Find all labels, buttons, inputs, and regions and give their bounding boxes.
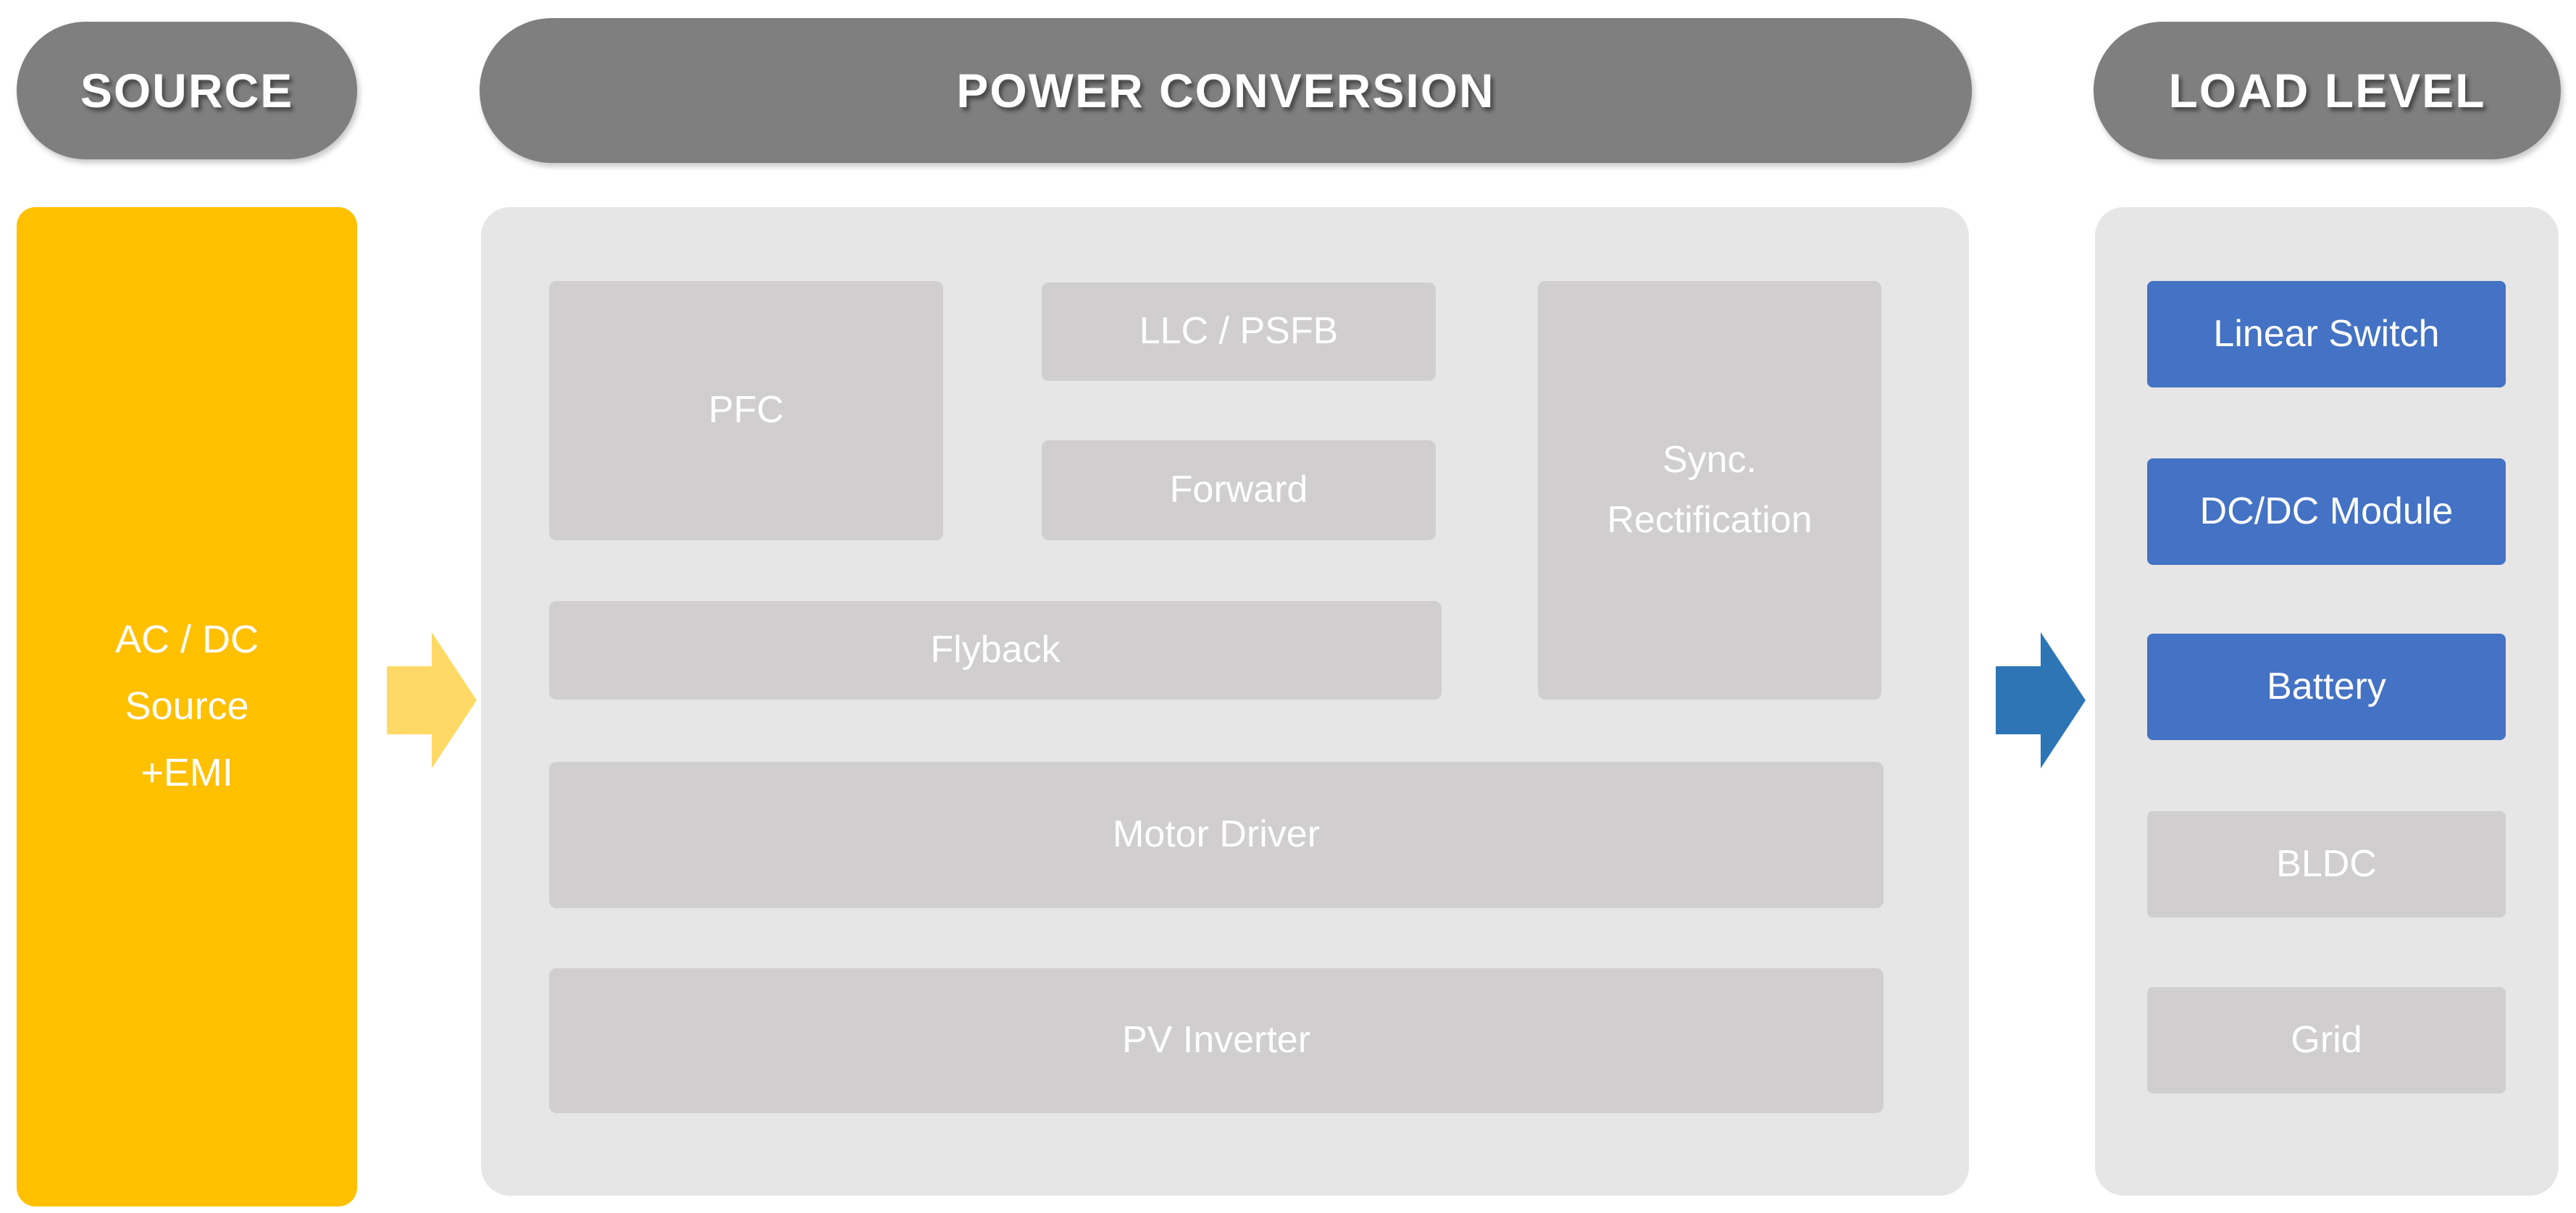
source-block-ac-dc-emi: AC / DC Source +EMI: [17, 207, 357, 1206]
header-power-conversion: POWER CONVERSION: [480, 18, 1972, 163]
block-linear-switch: Linear Switch: [2147, 281, 2506, 387]
header-source: SOURCE: [17, 22, 357, 159]
block-battery: Battery: [2147, 634, 2506, 740]
right-arrow-icon: [1996, 632, 2086, 768]
block-forward: Forward: [1042, 440, 1436, 540]
block-pfc: PFC: [549, 281, 943, 540]
block-bldc: BLDC: [2147, 811, 2506, 918]
block-sync-rectification: Sync. Rectification: [1538, 281, 1881, 700]
right-arrow-icon: [387, 632, 477, 768]
block-grid: Grid: [2147, 987, 2506, 1094]
block-llc-psfb: LLC / PSFB: [1042, 282, 1436, 381]
block-motor-driver: Motor Driver: [549, 762, 1883, 908]
block-dcdc-module: DC/DC Module: [2147, 458, 2506, 565]
block-pv-inverter: PV Inverter: [549, 968, 1883, 1113]
block-flyback: Flyback: [549, 601, 1442, 700]
header-load-level: LOAD LEVEL: [2094, 22, 2561, 159]
